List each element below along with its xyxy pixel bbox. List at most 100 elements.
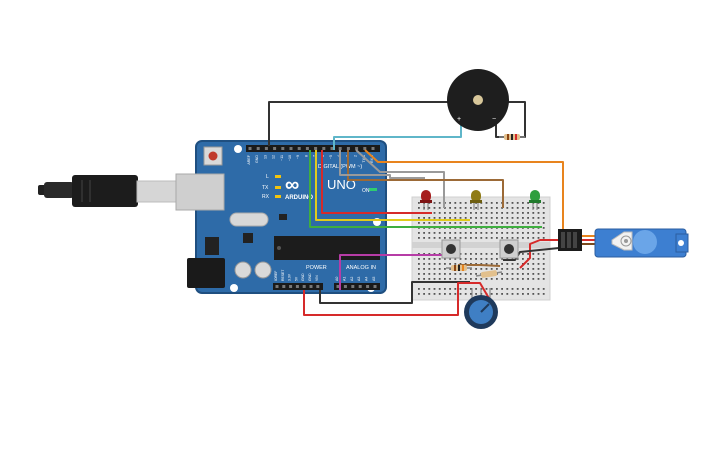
header-pin[interactable] — [275, 285, 279, 288]
header-pin[interactable] — [366, 285, 370, 288]
pushbutton-1[interactable] — [441, 239, 461, 259]
header-pin[interactable] — [248, 147, 252, 150]
breadboard-hole — [470, 237, 472, 239]
breadboard-hole — [542, 232, 545, 234]
header-pin[interactable] — [289, 147, 293, 150]
header-pin[interactable] — [336, 285, 340, 288]
wire-grey[interactable] — [339, 150, 425, 179]
wire-green[interactable] — [309, 150, 542, 228]
breadboard-hole — [480, 222, 483, 224]
header-pin[interactable] — [289, 285, 293, 288]
pin-label: ~11 — [280, 155, 284, 161]
piezo-buzzer[interactable]: + − — [447, 69, 509, 131]
breadboard-hole — [516, 268, 519, 270]
resistor[interactable] — [475, 270, 503, 278]
mounting-hole — [230, 284, 238, 292]
header-pin[interactable] — [373, 285, 377, 288]
breadboard-hole — [428, 268, 431, 270]
wire-yellow[interactable] — [315, 150, 470, 221]
wire-red[interactable] — [303, 282, 491, 316]
header-pin[interactable] — [256, 147, 260, 150]
breadboard-hole — [516, 288, 519, 290]
wire-red[interactable] — [519, 239, 559, 269]
breadboard-hole — [485, 237, 488, 239]
resistor[interactable] — [446, 265, 472, 271]
breadboard-hole — [444, 222, 446, 224]
pin-label: IOREF — [274, 271, 278, 281]
breadboard-hole — [496, 212, 498, 214]
resistor[interactable] — [499, 134, 525, 140]
breadboard-hole — [480, 268, 483, 270]
wire-red[interactable] — [321, 150, 432, 214]
breadboard-hole — [537, 207, 540, 209]
header-pin[interactable] — [346, 147, 350, 150]
header-pin[interactable] — [295, 285, 299, 288]
header-pin[interactable] — [316, 285, 320, 288]
servo-motor[interactable] — [558, 228, 689, 258]
breadboard-hole — [506, 217, 509, 219]
pin-label: ~5 — [329, 155, 333, 159]
green-led[interactable] — [529, 190, 541, 210]
header-pin[interactable] — [330, 147, 334, 150]
breadboard-hole — [438, 278, 441, 280]
breadboard-hole — [527, 232, 529, 234]
breadboard-hole — [459, 222, 462, 224]
header-pin[interactable] — [363, 147, 367, 150]
wire-black[interactable] — [268, 101, 477, 146]
breadboard-hole — [418, 232, 420, 234]
breadboard-hole — [438, 253, 441, 255]
breadboard-hole — [496, 258, 498, 260]
wire-brown[interactable] — [458, 264, 501, 267]
header-pin[interactable] — [273, 147, 277, 150]
breadboard-hole — [527, 293, 529, 295]
breadboard-hole — [496, 288, 498, 290]
breadboard-hole — [438, 232, 441, 234]
yellow-led[interactable] — [470, 190, 482, 210]
wire-brown[interactable] — [347, 150, 504, 208]
usb-cable[interactable] — [38, 175, 178, 207]
breadboard-hole — [438, 288, 441, 290]
breadboard-hole — [506, 293, 509, 295]
wire-cyan[interactable] — [333, 118, 462, 150]
breadboard-center-channel — [412, 242, 550, 248]
header-pin[interactable] — [282, 285, 286, 288]
red-led[interactable] — [420, 190, 432, 210]
breadboard-hole — [449, 288, 451, 290]
wire-black[interactable] — [319, 281, 470, 304]
breadboard-hole — [542, 263, 545, 265]
breadboard-hole — [516, 217, 519, 219]
breadboard-hole — [470, 253, 472, 255]
header-pin[interactable] — [355, 147, 359, 150]
header-pin[interactable] — [322, 147, 326, 150]
header-pin[interactable] — [281, 147, 285, 150]
breadboard-hole — [511, 202, 514, 204]
header-pin[interactable] — [297, 147, 301, 150]
breadboard-hole — [480, 258, 483, 260]
power-label: POWER — [306, 265, 327, 271]
header-pin[interactable] — [314, 147, 318, 150]
breadboard-hole — [532, 263, 535, 265]
header-pin[interactable] — [358, 285, 362, 288]
breadboard-hole — [454, 288, 457, 290]
header-pin[interactable] — [351, 285, 355, 288]
breadboard-hole — [433, 232, 436, 234]
breadboard-hole — [444, 263, 446, 265]
header-pin[interactable] — [309, 285, 313, 288]
breadboard-hole — [464, 278, 467, 280]
header-pin[interactable] — [264, 147, 268, 150]
breadboard-hole — [475, 207, 477, 209]
wire-orange[interactable] — [364, 149, 564, 236]
header-pin[interactable] — [302, 285, 306, 288]
header-pin[interactable] — [371, 147, 375, 150]
pushbutton-2[interactable] — [499, 239, 519, 259]
header-pin[interactable] — [305, 147, 309, 150]
breadboard-hole — [438, 202, 441, 204]
wire-grey[interactable] — [355, 149, 445, 208]
breadboard-hole — [511, 273, 514, 275]
potentiometer[interactable] — [464, 288, 498, 329]
breadboard-hole — [506, 207, 509, 209]
header-pin[interactable] — [343, 285, 347, 288]
header-pin[interactable] — [338, 147, 342, 150]
breadboard-hole — [522, 217, 524, 219]
